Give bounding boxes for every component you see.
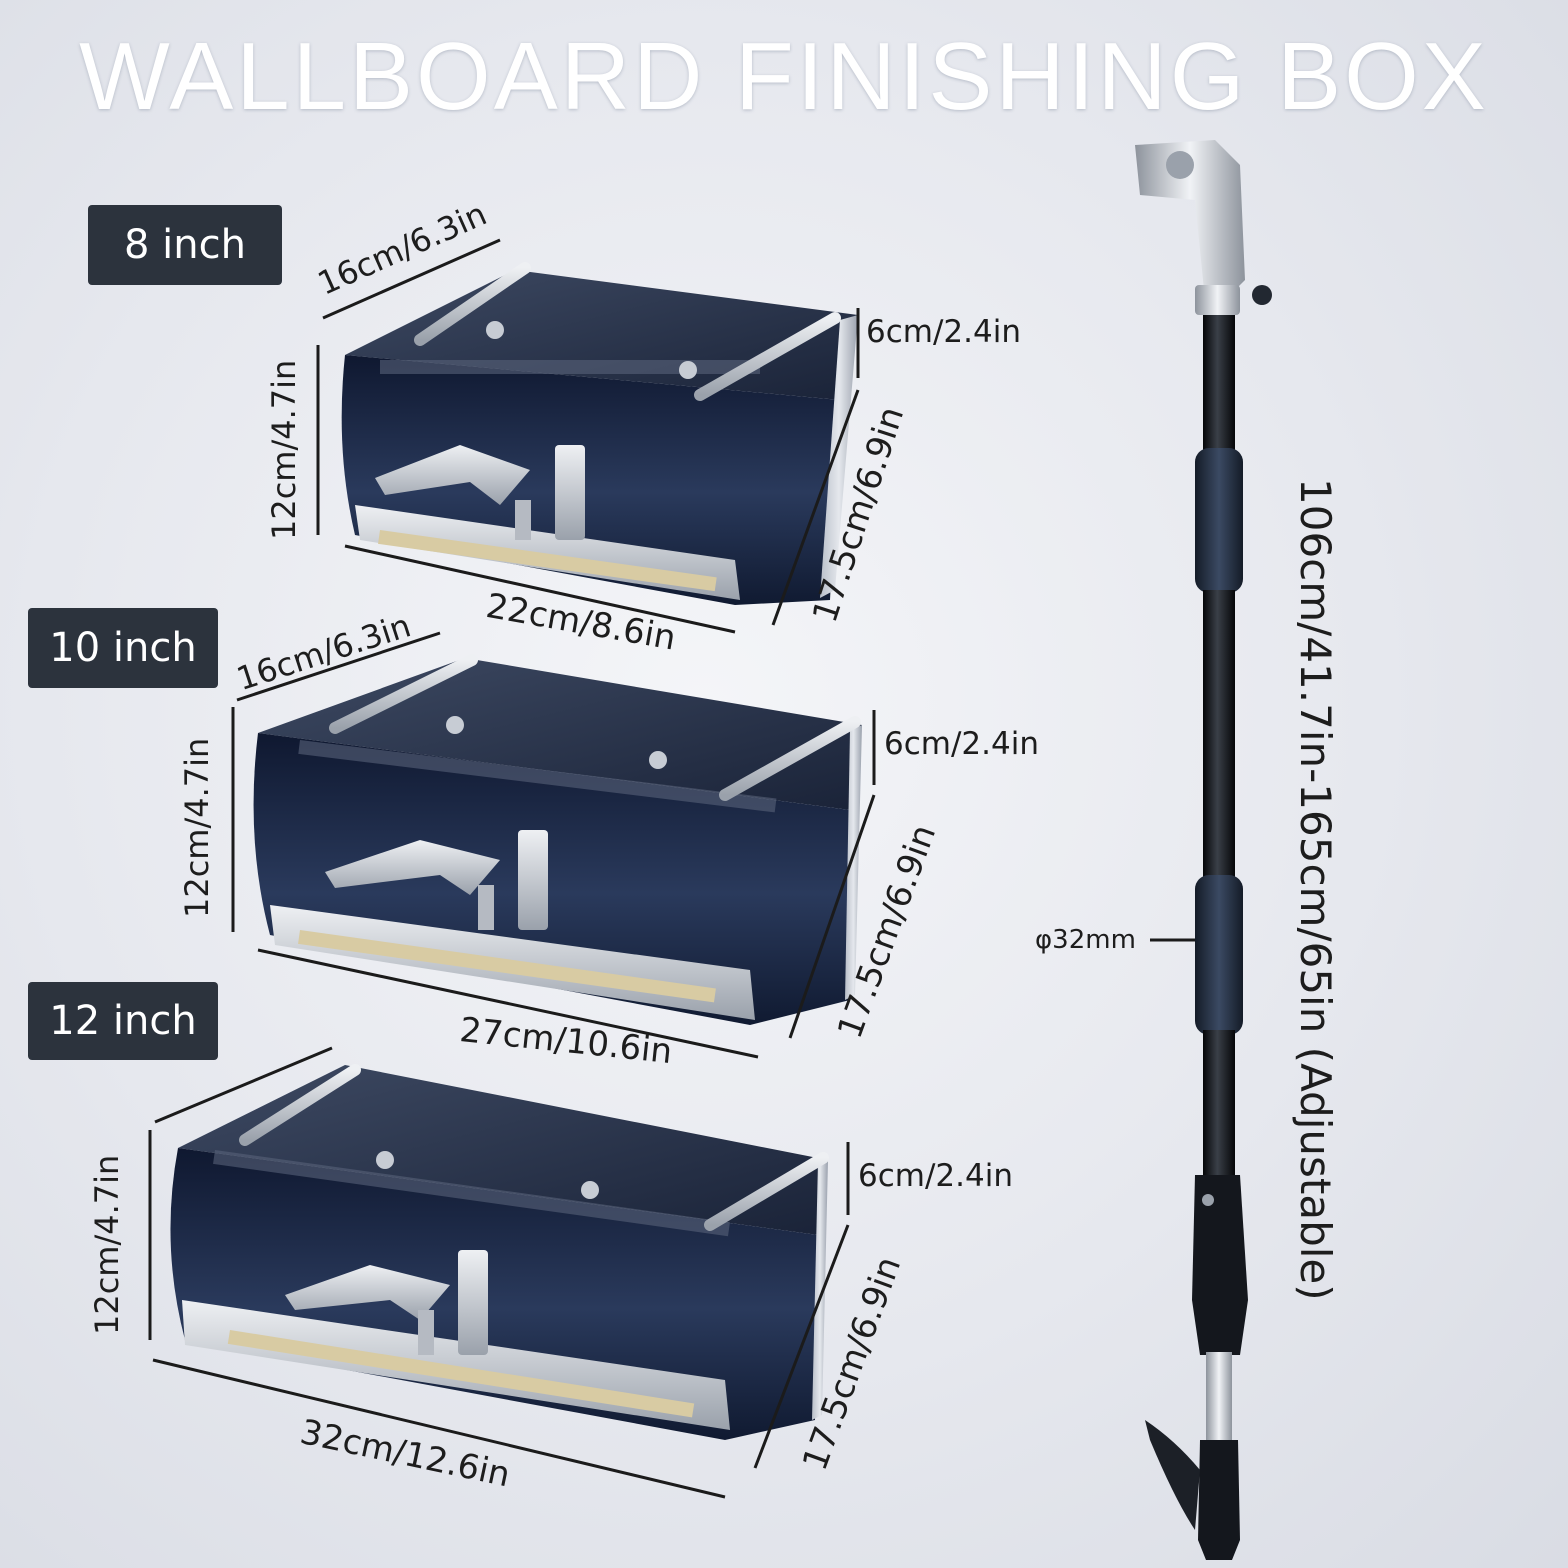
bottom-socket <box>1198 1440 1240 1560</box>
pole-tube <box>1203 315 1235 455</box>
wing-nut <box>486 321 504 339</box>
pole-tube <box>1203 590 1235 880</box>
page-title: WALLBOARD FINISHING BOX <box>79 23 1489 130</box>
lever-arm <box>325 840 500 895</box>
box-top-panel <box>178 1065 828 1235</box>
box-side-plate <box>812 1160 828 1420</box>
telescope-clamp <box>1192 1175 1248 1355</box>
dim-front-height-12in: 12cm/4.7in <box>88 1154 126 1335</box>
dim-lip-8in: 6cm/2.4in <box>866 314 1021 350</box>
release-lever <box>1145 1420 1200 1530</box>
size-badge-12in: 12 inch <box>28 982 218 1060</box>
spring <box>515 500 531 540</box>
lever-arm <box>375 445 530 505</box>
spring <box>418 1310 434 1355</box>
gas-spring <box>329 654 478 734</box>
head-bolt <box>1166 151 1194 179</box>
wing-nut <box>581 1181 599 1199</box>
dim-line <box>236 631 441 702</box>
dim-front-height-10in: 12cm/4.7in <box>178 737 216 918</box>
blade-felt <box>298 930 716 1003</box>
dim-lip-10in: 6cm/2.4in <box>884 726 1039 762</box>
spring <box>478 885 494 930</box>
dimension-lines <box>148 238 1200 1499</box>
grip-lower <box>1195 875 1243 1035</box>
dim-line <box>152 1358 726 1499</box>
finishing-box-12in-icon <box>170 1064 829 1440</box>
box-side-plate <box>845 725 862 1000</box>
handle-diameter-label: φ32mm <box>1035 925 1136 955</box>
gas-spring <box>694 312 841 401</box>
dim-line <box>788 794 876 1039</box>
blade-felt <box>227 1330 695 1418</box>
lock-knob <box>1252 285 1272 305</box>
size-badge-8in: 8 inch <box>88 205 282 285</box>
handle-length-label: 106cm/41.7in-165cm/65in (Adjustable) <box>1291 478 1340 1301</box>
wing-nut <box>679 361 697 379</box>
head-collar <box>1195 285 1240 315</box>
gas-spring <box>719 716 861 801</box>
dim-line <box>753 1224 850 1469</box>
handle-head-bracket <box>1135 140 1245 300</box>
lever-arm <box>285 1265 450 1320</box>
gas-spring <box>239 1064 361 1146</box>
clamp-screw <box>1202 1194 1214 1206</box>
dim-lip-12in: 6cm/2.4in <box>858 1158 1013 1194</box>
dim-line <box>257 948 759 1059</box>
box-side-plate <box>820 315 858 598</box>
comb-teeth <box>213 1150 730 1237</box>
brake-bracket <box>518 830 548 930</box>
comb-teeth <box>298 740 777 813</box>
dim-line <box>154 1046 333 1124</box>
comb-teeth <box>380 360 760 374</box>
brake-bracket <box>555 445 585 540</box>
blade-felt <box>378 530 717 592</box>
grip-upper <box>1195 448 1243 593</box>
finishing-box-8in-icon <box>341 262 858 605</box>
gas-spring <box>414 262 531 346</box>
dim-line <box>322 238 501 320</box>
wing-nut <box>376 1151 394 1169</box>
pole-tube <box>1203 1030 1235 1180</box>
dim-line <box>344 544 736 634</box>
dim-front-height-8in: 12cm/4.7in <box>265 359 303 540</box>
wing-nut <box>649 751 667 769</box>
wing-nut <box>446 716 464 734</box>
extension-handle-icon <box>1135 140 1272 1560</box>
dim-line <box>771 389 860 626</box>
gas-spring <box>704 1152 829 1231</box>
brake-bracket <box>458 1250 488 1355</box>
size-badge-10in: 10 inch <box>28 608 218 688</box>
finishing-box-10in-icon <box>253 654 862 1025</box>
inner-tube <box>1206 1352 1232 1447</box>
